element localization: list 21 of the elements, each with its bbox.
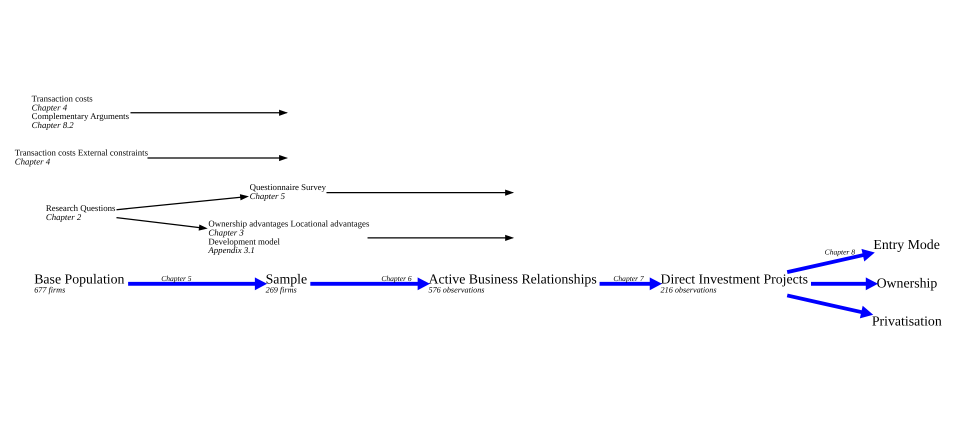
- node-text: Transaction costs Chapter 4 Complementary Arguments Chapter 8.2: [32, 94, 130, 130]
- node-text: Base Population: [34, 271, 124, 286]
- arrow: [786, 248, 875, 274]
- node-text: Ownership advantages Locational advantages Chapter 3 Development model Appendix 3.1: [208, 218, 370, 256]
- node-text: Transaction costs External constraints Chapter 4: [14, 148, 148, 166]
- node-text: Ownership: [876, 275, 938, 290]
- node-text: Research Questions Chapter 2: [46, 202, 116, 222]
- arrow: [811, 277, 878, 290]
- node-text: Active Business Relationships: [428, 271, 597, 286]
- node-text: Direct Investment Projects: [660, 271, 808, 286]
- arrow: [600, 277, 662, 290]
- arrow: [130, 110, 288, 116]
- node-text: Entry Mode: [873, 236, 940, 252]
- arrow: [786, 294, 874, 318]
- node-text: Questionnaire Survey Chapter 5: [250, 182, 326, 202]
- node-text: Privatisation: [872, 314, 942, 329]
- arrow: [116, 194, 249, 210]
- arrow: [116, 217, 208, 231]
- arrow: [128, 277, 268, 290]
- node-text: Sample: [266, 271, 308, 286]
- arrow: [310, 277, 430, 290]
